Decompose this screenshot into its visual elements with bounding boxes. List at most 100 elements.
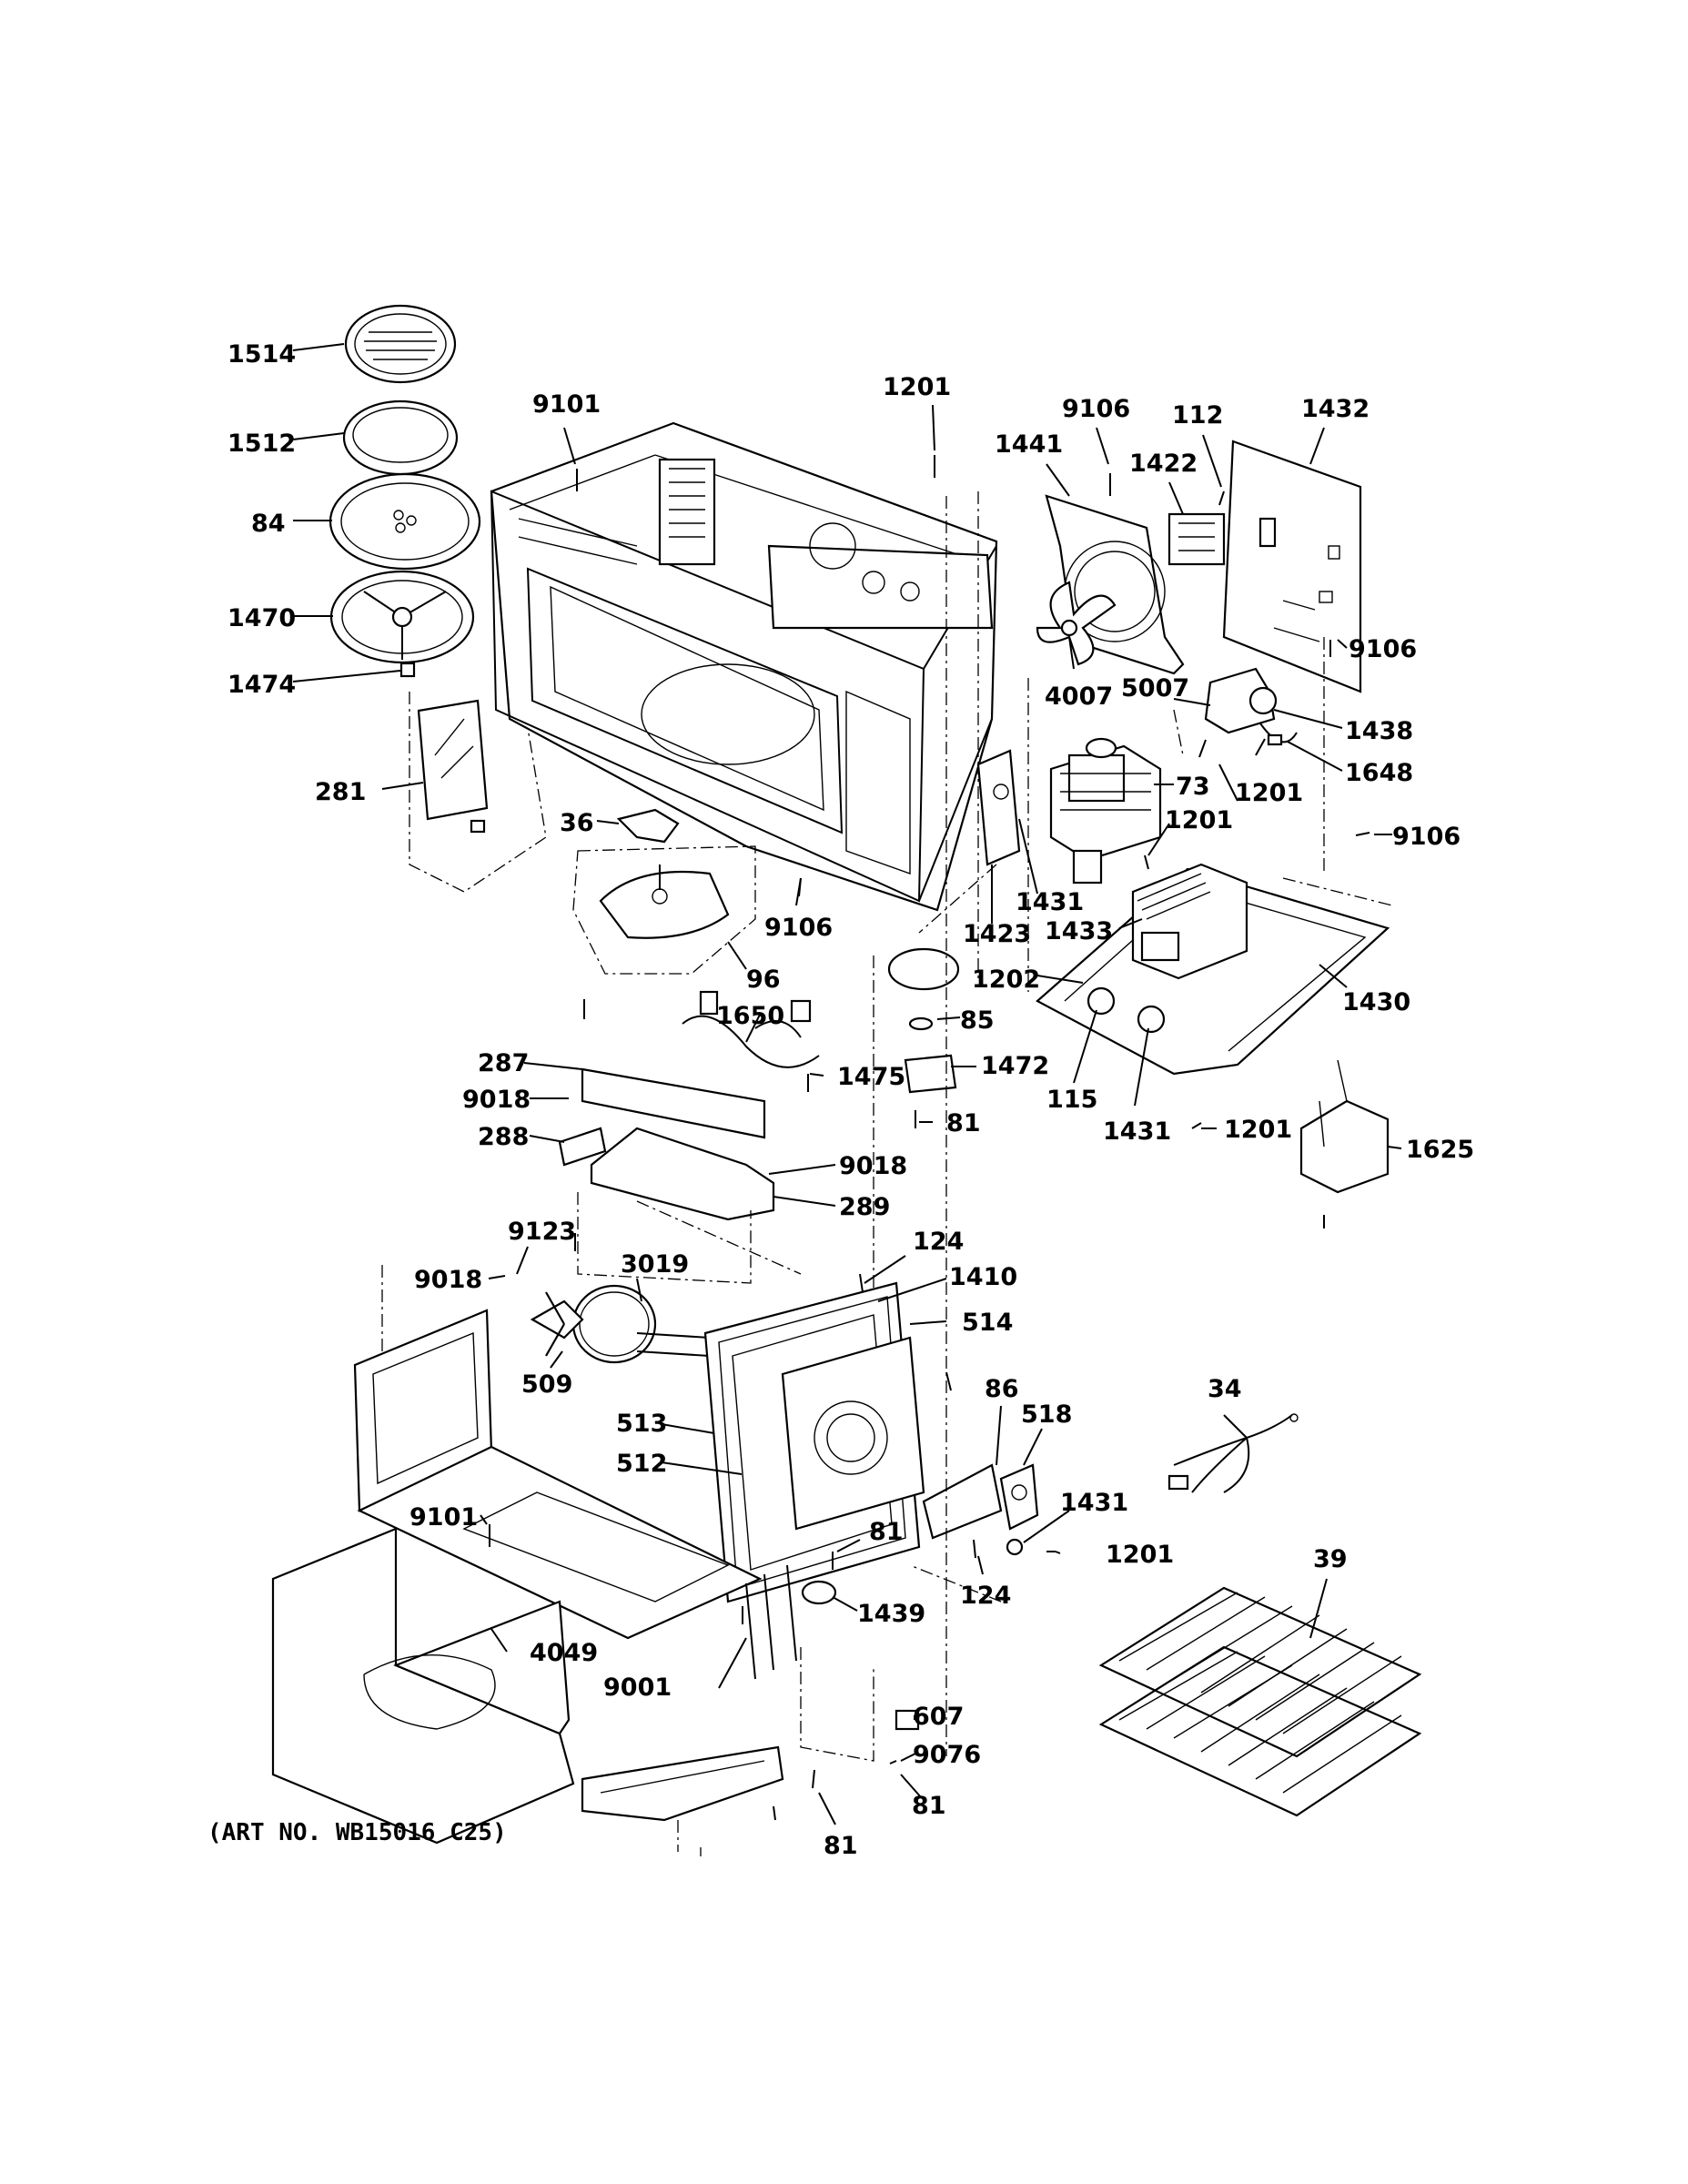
callout-1512: 1512 (227, 430, 296, 458)
callout-124: 124 (960, 1582, 1011, 1610)
callout-85: 85 (960, 1006, 995, 1035)
callout-1431: 1431 (1103, 1117, 1171, 1146)
callout-1202: 1202 (972, 966, 1040, 994)
callout-1439: 1439 (857, 1600, 925, 1628)
callout-1430: 1430 (1342, 988, 1410, 1016)
part-281-glass (409, 692, 547, 893)
callout-1201: 1201 (1224, 1116, 1292, 1144)
part-1625-damper (1299, 1059, 1390, 1194)
callout-1432: 1432 (1301, 395, 1370, 423)
callout-512: 512 (616, 1450, 667, 1478)
part-1433-transformer (1131, 863, 1248, 980)
parts-artwork (271, 304, 1422, 1856)
callout-9106: 9106 (1349, 635, 1417, 663)
part-287-288-289-ducts (558, 1067, 775, 1284)
callout-9018: 9018 (462, 1086, 531, 1114)
callout-1441: 1441 (995, 430, 1063, 459)
part-1648-diode (1259, 723, 1298, 746)
callout-39: 39 (1313, 1545, 1348, 1573)
part-4007-fan-blade (1036, 581, 1117, 666)
callout-9106: 9106 (1062, 395, 1130, 423)
part-1432-bracket (1222, 440, 1362, 693)
part-1423-panel (976, 749, 1021, 866)
callout-607: 607 (913, 1703, 964, 1731)
callout-4007: 4007 (1045, 682, 1113, 711)
callout-112: 112 (1172, 401, 1223, 430)
callout-34: 34 (1208, 1375, 1242, 1403)
callout-36: 36 (560, 809, 594, 837)
part-86-518-latch (922, 1463, 1039, 1556)
callout-9101: 9101 (409, 1503, 478, 1532)
assembly-guide-lines (677, 491, 1393, 1856)
callout-124: 124 (913, 1228, 964, 1256)
part-36-stirrer (616, 808, 680, 844)
part-1430-base-plate (1036, 867, 1390, 1076)
callout-1433: 1433 (1045, 917, 1113, 945)
callout-labels: 1514 1512 84 1470 1474 281 9101 1201 910… (207, 340, 1474, 1860)
callout-9123: 9123 (508, 1218, 576, 1246)
art-number: (ART NO. WB15016 C25) (207, 1819, 507, 1846)
callout-1431: 1431 (1060, 1489, 1128, 1517)
callout-288: 288 (478, 1123, 529, 1151)
callout-9101: 9101 (532, 390, 601, 419)
callout-1201: 1201 (883, 373, 951, 401)
part-drip-tray (581, 1745, 784, 1822)
callout-514: 514 (962, 1309, 1013, 1337)
callout-4049: 4049 (530, 1639, 598, 1667)
callout-9001: 9001 (603, 1673, 672, 1702)
callout-1423: 1423 (963, 920, 1031, 948)
callout-81: 81 (869, 1518, 904, 1546)
callout-1470: 1470 (227, 604, 296, 632)
callout-86: 86 (985, 1375, 1019, 1403)
part-1650-harness (682, 990, 820, 1068)
callout-1201: 1201 (1106, 1541, 1174, 1569)
callout-509: 509 (521, 1370, 572, 1399)
callout-1201: 1201 (1165, 806, 1233, 834)
leader-lines (292, 343, 1402, 1825)
part-1474-coupler (399, 662, 416, 678)
callout-287: 287 (478, 1049, 529, 1077)
callout-1475: 1475 (837, 1063, 905, 1091)
callout-81: 81 (912, 1792, 946, 1820)
screw-icons (489, 455, 1370, 1821)
callout-73: 73 (1176, 773, 1210, 801)
part-1514-grill-tray (344, 304, 457, 384)
callout-5007: 5007 (1121, 674, 1189, 703)
callout-513: 513 (616, 1410, 667, 1438)
callout-1472: 1472 (981, 1052, 1049, 1080)
callout-9018: 9018 (839, 1152, 907, 1180)
callout-115: 115 (1046, 1086, 1097, 1114)
part-1422-motor (1167, 512, 1226, 566)
callout-3019: 3019 (621, 1250, 689, 1279)
callout-81: 81 (946, 1109, 981, 1138)
callout-518: 518 (1021, 1400, 1072, 1429)
callout-84: 84 (251, 510, 286, 538)
callout-9106: 9106 (764, 914, 833, 942)
part-1438-capacitor (1204, 667, 1278, 734)
callout-9076: 9076 (913, 1741, 981, 1769)
callout-1474: 1474 (227, 671, 296, 699)
callout-1422: 1422 (1129, 450, 1198, 478)
callout-1514: 1514 (227, 340, 296, 369)
part-96-cover-group (572, 845, 756, 975)
callout-96: 96 (746, 966, 781, 994)
callout-289: 289 (839, 1193, 890, 1221)
callout-81: 81 (824, 1832, 858, 1860)
callout-9018: 9018 (414, 1266, 482, 1294)
callout-1625: 1625 (1406, 1136, 1474, 1164)
callout-1648: 1648 (1345, 759, 1413, 787)
part-73-magnetron (1049, 737, 1162, 885)
callout-1431: 1431 (1016, 888, 1084, 916)
callout-281: 281 (315, 778, 366, 806)
part-cabinet-bottom (271, 1200, 802, 1845)
callout-1201: 1201 (1235, 779, 1303, 807)
part-84-glass-tray (329, 472, 481, 571)
part-512-513-514-door (703, 1281, 925, 1603)
part-1439-9001-misc (745, 1564, 920, 1762)
part-1470-roller-ring (329, 570, 475, 664)
part-39-racks (1098, 1586, 1422, 1817)
callout-1410: 1410 (949, 1263, 1017, 1291)
part-509-3019-convection (530, 1284, 711, 1364)
part-85-1472-turntable-motor (887, 947, 960, 1094)
